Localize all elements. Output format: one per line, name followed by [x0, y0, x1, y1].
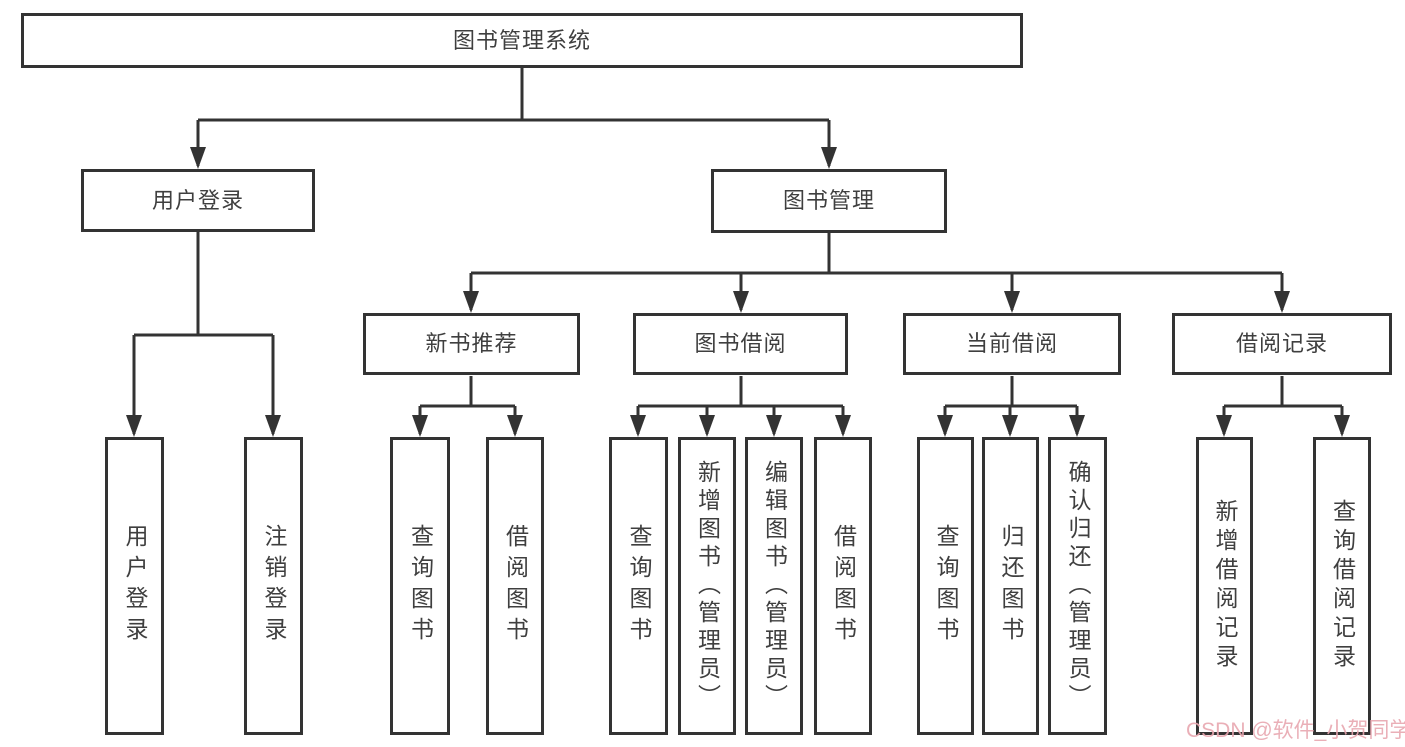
connector-book-management-children — [469, 233, 1284, 310]
arrowhead-borrow-books-recommend — [507, 415, 523, 437]
arrowhead-borrow-books-borrowing — [835, 415, 851, 437]
connector-user-login-children — [132, 232, 275, 434]
arrowhead-confirm-return-admin — [1069, 415, 1085, 437]
arrowhead-leaf-user-login — [126, 415, 142, 437]
arrowhead-new-book-recommend — [463, 291, 479, 313]
connector-new-book-recommend-children — [418, 376, 517, 434]
connector-borrowing-records-children — [1222, 376, 1344, 434]
node-borrowing-records: 借阅记录 — [1172, 313, 1392, 375]
leaf-borrow-books-recommend: 借阅图书 — [486, 437, 544, 735]
leaf-borrow-books-borrowing: 借阅图书 — [814, 437, 872, 735]
leaf-user-login: 用户登录 — [105, 437, 164, 735]
node-new-book-recommend: 新书推荐 — [363, 313, 580, 375]
leaf-query-books-current: 查询图书 — [917, 437, 974, 735]
arrowhead-book-borrowing — [733, 291, 749, 313]
arrowhead-user-login — [190, 147, 206, 169]
node-book-borrowing: 图书借阅 — [633, 313, 848, 375]
leaf-confirm-return-admin: 确认归还（管理员） — [1048, 437, 1107, 735]
csdn-watermark: CSDN @软件_小贺同学 — [1186, 719, 1405, 742]
arrowhead-add-borrow-record — [1216, 415, 1232, 437]
node-root: 图书管理系统 — [21, 13, 1023, 68]
arrowhead-query-books-current — [937, 415, 953, 437]
arrowhead-add-books-admin — [699, 415, 715, 437]
arrowhead-leaf-logout — [265, 415, 281, 437]
arrowhead-current-borrowing — [1004, 291, 1020, 313]
connector-root-to-level2 — [196, 68, 831, 166]
leaf-query-books-borrowing: 查询图书 — [609, 437, 668, 735]
arrowhead-return-books — [1002, 415, 1018, 437]
node-user-login: 用户登录 — [81, 169, 315, 232]
leaf-add-borrow-record: 新增借阅记录 — [1196, 437, 1253, 735]
arrowhead-borrowing-records — [1274, 291, 1290, 313]
arrowhead-edit-books-admin — [766, 415, 782, 437]
node-book-management: 图书管理 — [711, 169, 947, 233]
leaf-return-books: 归还图书 — [982, 437, 1039, 735]
connector-book-borrowing-children — [636, 376, 845, 434]
arrowhead-book-management — [821, 147, 837, 169]
leaf-query-books-recommend: 查询图书 — [390, 437, 450, 735]
leaf-edit-books-admin: 编辑图书（管理员） — [745, 437, 803, 735]
arrowhead-query-books-borrowing — [630, 415, 646, 437]
arrowhead-query-borrow-record — [1334, 415, 1350, 437]
node-current-borrowing: 当前借阅 — [903, 313, 1121, 375]
leaf-query-borrow-record: 查询借阅记录 — [1313, 437, 1371, 735]
leaf-logout: 注销登录 — [244, 437, 303, 735]
arrowhead-query-books-recommend — [412, 415, 428, 437]
leaf-add-books-admin: 新增图书（管理员） — [678, 437, 736, 735]
